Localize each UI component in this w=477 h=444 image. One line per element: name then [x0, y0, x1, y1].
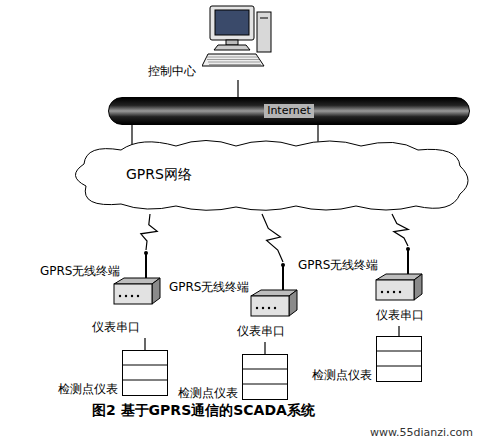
- link-line: [398, 326, 399, 336]
- terminal-label: GPRS无线终端: [298, 258, 379, 272]
- node-label: 控制中心: [148, 64, 196, 78]
- gprs-terminal: GPRS无线终端仪表串口: [36, 250, 154, 338]
- watermark: www.55dianzi.com: [370, 426, 473, 439]
- gprs-cloud: GPRS网络: [66, 136, 474, 214]
- gprs-terminal: GPRS无线终端仪表串口: [296, 246, 436, 326]
- meter-box: [376, 336, 422, 382]
- node-label: 检测点仪表: [58, 382, 118, 396]
- figure-caption: 图2 基于GPRS通信的SCADA系统: [92, 402, 315, 420]
- meter-instrument: 检测点仪表: [312, 336, 422, 382]
- control-center: 控制中心: [140, 4, 275, 80]
- node-label: 检测点仪表: [178, 386, 238, 400]
- node-label: GPRS网络: [126, 166, 192, 182]
- link-line: [131, 125, 132, 145]
- port-label: 仪表串口: [237, 324, 285, 338]
- router-icon: [112, 250, 162, 308]
- wireless-link: [392, 214, 408, 246]
- internet-pipe: Internet: [108, 97, 470, 125]
- wireless-link: [262, 214, 283, 262]
- computer-icon: [202, 4, 274, 70]
- terminal-label: GPRS无线终端: [169, 280, 250, 294]
- gprs-terminal: GPRS无线终端仪表串口: [165, 262, 300, 342]
- router-icon: [374, 246, 424, 304]
- meter-box: [242, 354, 288, 400]
- meter-instrument: 检测点仪表: [58, 350, 168, 396]
- link-line: [237, 80, 238, 97]
- meter-box: [122, 350, 168, 396]
- port-label: 仪表串口: [376, 308, 424, 322]
- terminal-label: GPRS无线终端: [40, 264, 121, 278]
- node-label: Internet: [264, 104, 314, 118]
- link-line: [144, 338, 145, 350]
- port-label: 仪表串口: [92, 320, 140, 334]
- router-icon: [249, 262, 299, 320]
- node-label: 检测点仪表: [312, 368, 372, 382]
- wireless-link: [141, 214, 157, 250]
- link-line: [264, 342, 265, 354]
- meter-instrument: 检测点仪表: [178, 354, 288, 400]
